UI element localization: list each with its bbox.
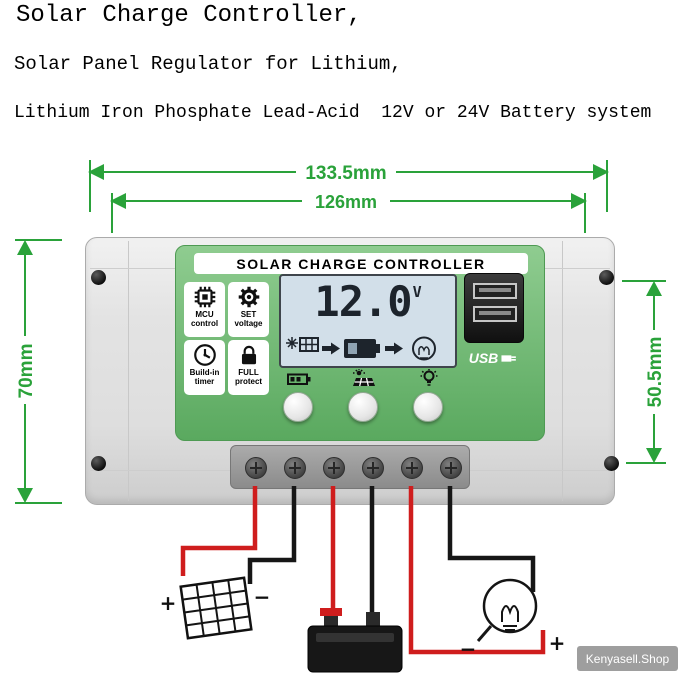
battery-icon	[307, 608, 403, 673]
feature-label: MCU control	[191, 310, 218, 328]
usb-label-text: USB	[468, 350, 499, 366]
arrow-right-icon	[385, 342, 403, 355]
lcd-display: 12.0V	[279, 274, 457, 368]
usb-port	[473, 306, 517, 322]
solar-panel-icon	[353, 369, 375, 387]
dimension-label-outer-width: 133.5mm	[305, 163, 386, 184]
headline-2: Solar Panel Regulator for Lithium,	[14, 53, 402, 75]
mount-screw-top-right	[599, 270, 614, 285]
headline-1: Solar Charge Controller,	[16, 2, 362, 29]
terminal-screw	[323, 457, 345, 479]
battery-icon	[344, 339, 380, 358]
feature-label: Build-in timer	[190, 368, 220, 386]
feature-label-line: control	[190, 319, 219, 328]
lcd-voltage: 12.0V	[281, 277, 455, 326]
feature-label: SET voltage	[234, 310, 262, 328]
feature-label-line: protect	[234, 377, 263, 386]
terminal-screw	[401, 457, 423, 479]
load-plus-label: +	[549, 631, 566, 655]
button-battery-select	[283, 392, 313, 422]
solar-plus-label: +	[160, 591, 177, 615]
feature-full-protect: FULL protect	[228, 340, 269, 395]
terminal-screw	[245, 457, 267, 479]
dimension-label-right-height: 50.5mm	[645, 337, 666, 408]
bulb-icon	[420, 369, 438, 386]
device-edge-line	[128, 241, 129, 501]
lcd-status-icons	[286, 336, 436, 361]
dimension-label-inner-width: 126mm	[315, 192, 377, 212]
dimension-width-inner: 126mm	[110, 192, 587, 233]
arrow-right-icon	[322, 342, 340, 355]
gear-icon	[238, 286, 259, 308]
bulb-icon	[476, 578, 538, 642]
feature-label-line: SET	[240, 310, 257, 319]
dimension-width-outer: 133.5mm	[88, 160, 609, 212]
lcd-voltage-unit: V	[412, 283, 422, 301]
mount-screw-top-left	[91, 270, 106, 285]
load-minus-label: −	[460, 637, 477, 661]
terminal-screw	[362, 457, 384, 479]
terminal-screw	[284, 457, 306, 479]
feature-set-voltage: SET voltage	[228, 282, 269, 337]
feature-label-line: FULL	[238, 368, 259, 377]
feature-label-line: voltage	[234, 319, 263, 328]
mcu-chip-icon	[194, 286, 215, 308]
device-edge-line	[562, 241, 563, 501]
battery-icon	[287, 373, 311, 385]
feature-label-line: Build-in	[189, 368, 220, 377]
solar-minus-label: −	[254, 585, 271, 609]
usb-port	[473, 283, 517, 299]
dimension-height-left: 70mm	[15, 239, 62, 504]
lcd-voltage-value: 12.0	[314, 277, 412, 326]
usb-ports	[464, 273, 524, 343]
mount-screw-bottom-left	[91, 456, 106, 471]
clock-icon	[193, 344, 216, 366]
feature-label-line: MCU	[195, 310, 214, 319]
charge-controller: SOLAR CHARGE CONTROLLER MCU control	[85, 237, 619, 505]
battery-wires	[330, 486, 375, 628]
lock-icon	[241, 345, 256, 365]
device-title: SOLAR CHARGE CONTROLLER	[194, 253, 528, 274]
feature-built-in-timer: Build-in timer	[184, 340, 225, 395]
solar-panel-icon	[179, 576, 253, 640]
front-panel: SOLAR CHARGE CONTROLLER MCU control	[175, 245, 545, 441]
dimension-height-right: 50.5mm	[622, 280, 666, 464]
dimension-label-left-height: 70mm	[16, 344, 37, 399]
button-setup	[348, 392, 378, 422]
load-wires	[408, 486, 546, 655]
bulb-icon	[412, 336, 436, 361]
button-load	[413, 392, 443, 422]
usb-label: USB	[464, 350, 524, 366]
terminal-screw	[440, 457, 462, 479]
feature-label-line: timer	[194, 377, 215, 386]
solar-panel-icon	[286, 337, 319, 352]
mount-screw-bottom-right	[604, 456, 619, 471]
usb-plug-icon	[501, 354, 517, 362]
feature-mcu-control: MCU control	[184, 282, 225, 337]
feature-label: FULL protect	[235, 368, 262, 386]
headline-3: Lithium Iron Phosphate Lead-Acid 12V or …	[14, 103, 652, 123]
terminal-strip	[230, 445, 470, 489]
watermark: Kenyasell.Shop	[577, 646, 678, 671]
